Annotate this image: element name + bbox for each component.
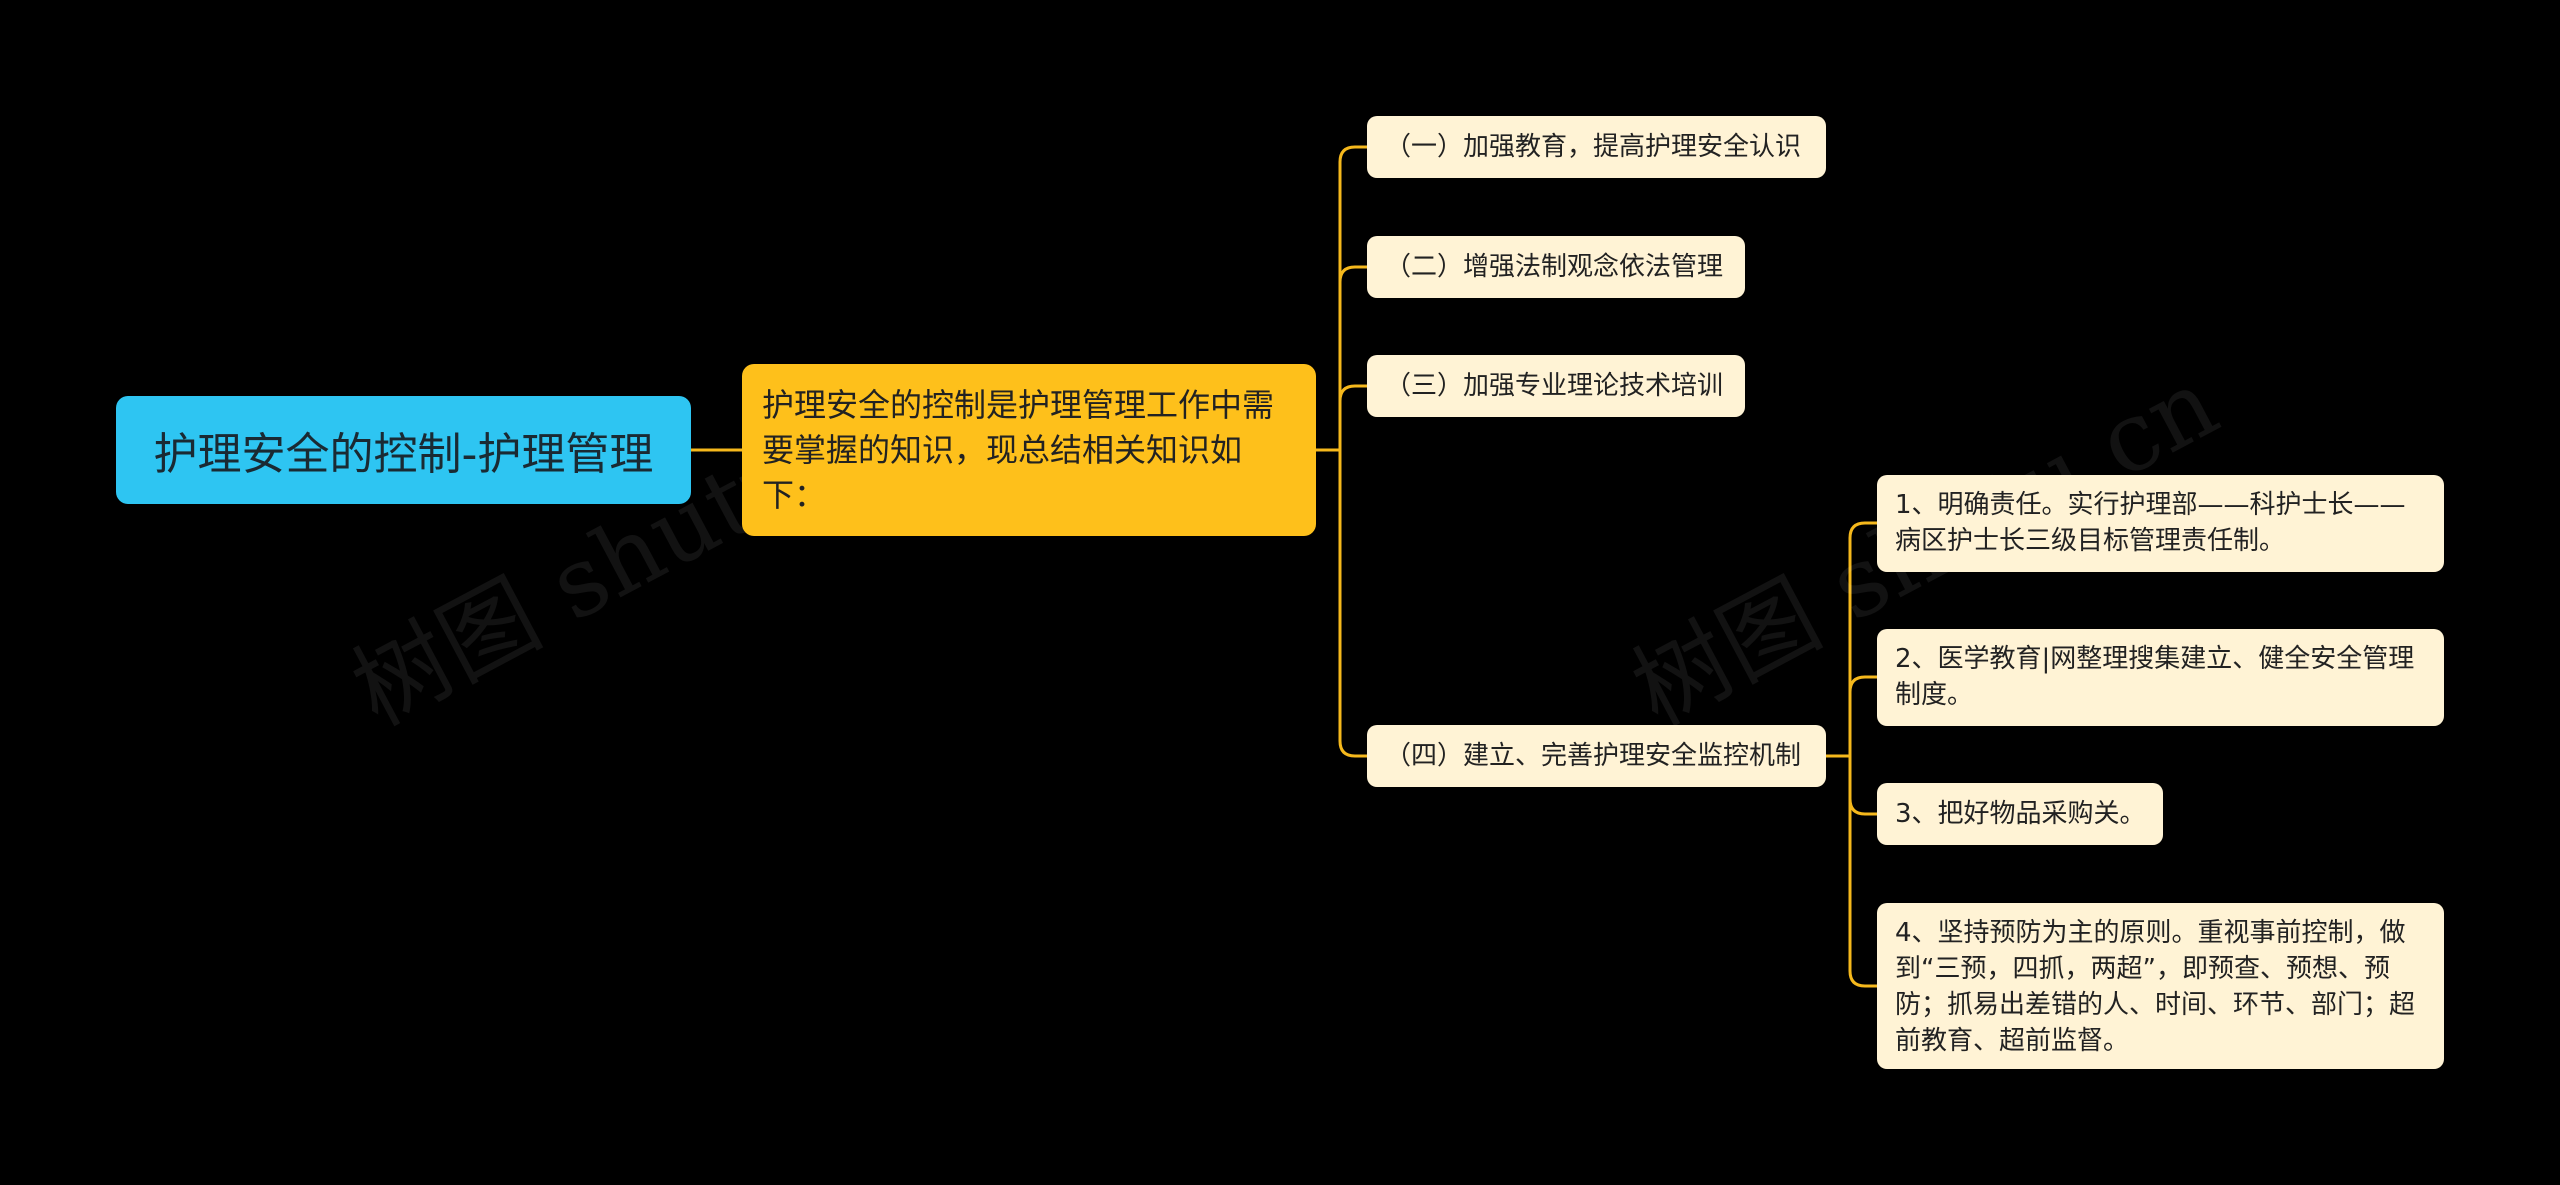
sub-node-label: 3、把好物品采购关。 (1895, 799, 2146, 829)
branch-node-label: （三）加强专业理论技术培训 (1385, 371, 1724, 401)
sub-node-label: 4、坚持预防为主的原则。重视事前控制，做到“三预，四抓，两超”，即预查、预想、预… (1895, 918, 2416, 1056)
branch-node-label: （四）建立、完善护理安全监控机制 (1385, 741, 1802, 771)
root-node[interactable]: 护理安全的控制-护理管理 (116, 396, 691, 504)
connector-sub-3 (1848, 756, 1877, 816)
sub-node-4[interactable]: 4、坚持预防为主的原则。重视事前控制，做到“三预，四抓，两超”，即预查、预想、预… (1877, 903, 2444, 1069)
connector-branch-3 (1338, 384, 1367, 450)
connector-branch-1 (1338, 145, 1367, 450)
connector-sub-2 (1848, 675, 1877, 756)
branch-node-label: （二）增强法制观念依法管理 (1385, 252, 1724, 282)
branch-node-3[interactable]: （三）加强专业理论技术培训 (1367, 355, 1745, 417)
branch-node-4[interactable]: （四）建立、完善护理安全监控机制 (1367, 725, 1826, 787)
summary-node[interactable]: 护理安全的控制是护理管理工作中需要掌握的知识，现总结相关知识如下： (742, 364, 1316, 536)
connector-branch-2 (1338, 265, 1367, 450)
sub-node-label: 1、明确责任。实行护理部——科护士长——病区护士长三级目标管理责任制。 (1895, 490, 2406, 556)
connector-sub-4 (1848, 756, 1877, 988)
sub-node-label: 2、医学教育|网整理搜集建立、健全安全管理制度。 (1895, 644, 2415, 710)
root-node-label: 护理安全的控制-护理管理 (153, 429, 654, 480)
branch-node-1[interactable]: （一）加强教育，提高护理安全认识 (1367, 116, 1826, 178)
summary-node-label: 护理安全的控制是护理管理工作中需要掌握的知识，现总结相关知识如下： (762, 385, 1275, 514)
connector-branch-4 (1338, 450, 1367, 758)
sub-node-2[interactable]: 2、医学教育|网整理搜集建立、健全安全管理制度。 (1877, 629, 2444, 726)
connector-sub-1 (1848, 521, 1877, 756)
branch-node-label: （一）加强教育，提高护理安全认识 (1385, 132, 1802, 162)
sub-node-1[interactable]: 1、明确责任。实行护理部——科护士长——病区护士长三级目标管理责任制。 (1877, 475, 2444, 572)
branch-node-2[interactable]: （二）增强法制观念依法管理 (1367, 236, 1745, 298)
sub-node-3[interactable]: 3、把好物品采购关。 (1877, 783, 2163, 845)
